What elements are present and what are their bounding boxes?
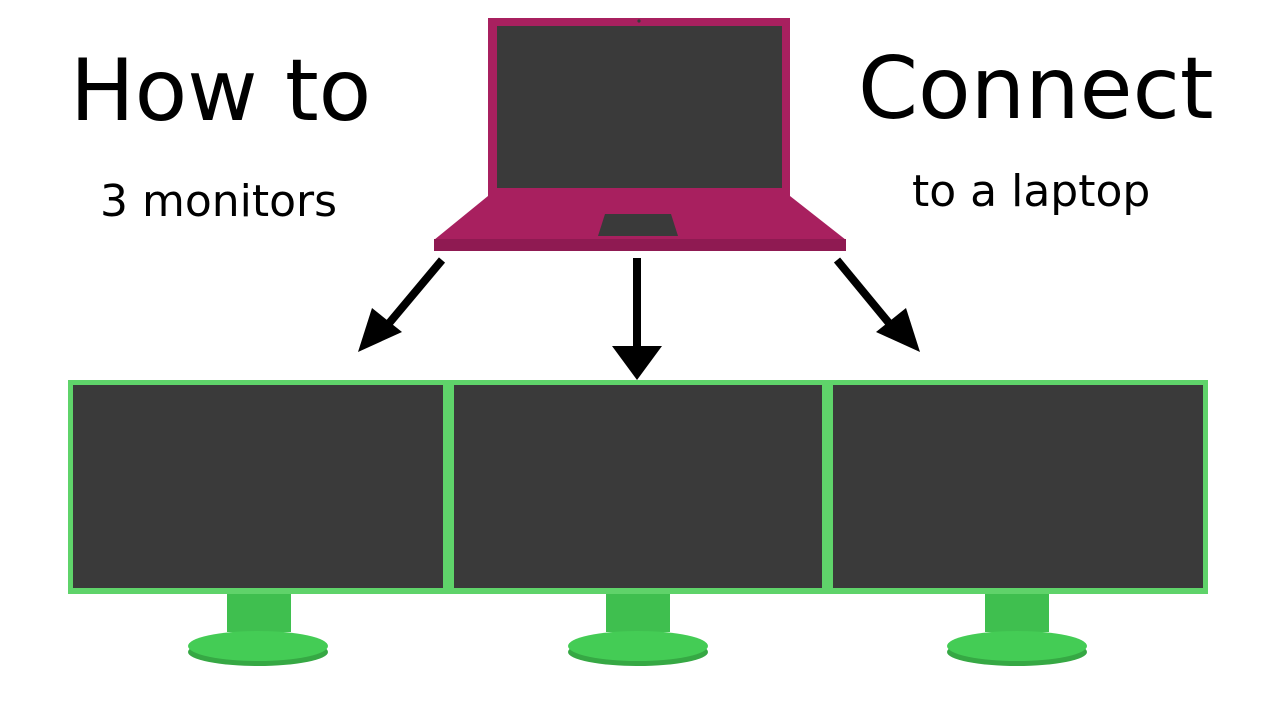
monitor-base [568,631,708,661]
monitor-icon-1 [68,380,448,666]
arrows [358,257,920,380]
monitor-screen [454,385,822,588]
monitor-stand [985,590,1049,632]
laptop-base-edge [434,239,846,251]
monitor-base [188,631,328,661]
monitor-base [947,631,1087,661]
monitor-icon-2 [448,380,828,666]
laptop-screen [497,26,782,188]
laptop-touchpad [598,214,678,236]
title-how-to: How to [70,41,372,141]
arrow-icon-right [833,257,920,352]
arrow-icon-center [612,258,662,380]
subtitle-3-monitors: 3 monitors [100,176,338,227]
title-connect: Connect [858,39,1214,139]
monitor-screen [73,385,443,588]
laptop-icon [434,18,846,251]
monitor-screen [833,385,1203,588]
arrow-icon-left [358,257,446,352]
monitor-stand [227,590,291,632]
subtitle-to-a-laptop: to a laptop [912,166,1151,217]
monitor-icon-3 [828,380,1208,666]
laptop-camera [637,19,641,23]
monitor-stand [606,590,670,632]
